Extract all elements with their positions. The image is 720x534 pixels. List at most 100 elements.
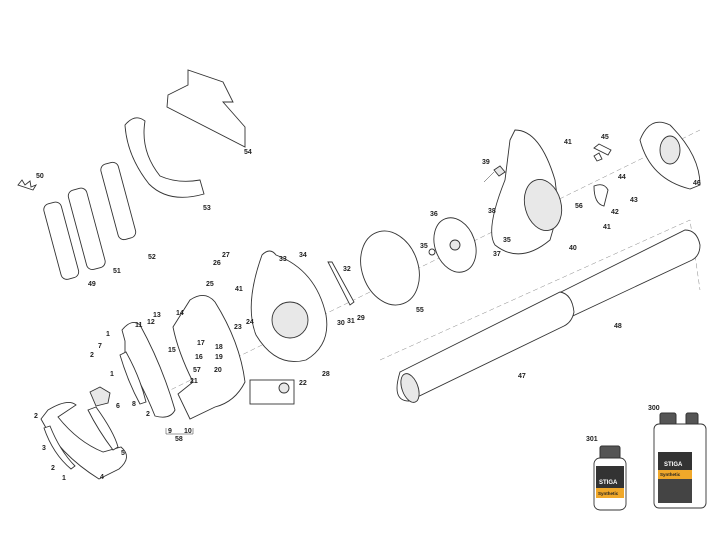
latch-42[interactable] (593, 184, 609, 207)
o-ring-55[interactable] (351, 223, 430, 314)
part-label[interactable]: 16 (195, 354, 203, 361)
star-nozzle-50[interactable] (17, 179, 38, 191)
part-label[interactable]: 48 (614, 323, 622, 330)
grip-8[interactable] (119, 351, 147, 405)
trigger-5[interactable] (87, 406, 119, 451)
plug-22[interactable] (278, 382, 290, 394)
part-label[interactable]: 41 (564, 139, 572, 146)
housing-half-9-10[interactable] (172, 295, 246, 420)
part-label[interactable]: 50 (36, 173, 44, 180)
part-label[interactable]: 1 (106, 331, 110, 338)
part-label[interactable]: 31 (347, 318, 355, 325)
part-label[interactable]: 21 (190, 378, 198, 385)
part-label[interactable]: 42 (611, 209, 619, 216)
part-label[interactable]: 11 (135, 322, 143, 329)
part-label[interactable]: 41 (235, 286, 243, 293)
part-label[interactable]: 38 (488, 208, 496, 215)
part-label[interactable]: 49 (88, 281, 96, 288)
part-label[interactable]: 57 (193, 367, 201, 374)
cover-46[interactable] (639, 121, 701, 190)
part-label[interactable]: 33 (279, 256, 287, 263)
part-label[interactable]: 30 (337, 320, 345, 327)
handle-lower[interactable] (40, 401, 127, 480)
part-label[interactable]: 52 (148, 254, 156, 261)
part-label[interactable]: 40 (569, 245, 577, 252)
part-label[interactable]: 12 (147, 319, 155, 326)
part-label[interactable]: 27 (222, 252, 230, 259)
part-label[interactable]: 23 (234, 324, 242, 331)
part-label[interactable]: 41 (603, 224, 611, 231)
part-label[interactable]: 45 (601, 134, 609, 141)
part-label[interactable]: 9 (168, 428, 172, 435)
part-label[interactable]: 15 (168, 347, 176, 354)
part-label[interactable]: 32 (343, 266, 351, 273)
assembly-axis (149, 129, 701, 401)
part-label[interactable]: 22 (299, 380, 307, 387)
part-label[interactable]: 36 (430, 211, 438, 218)
part-label[interactable]: 56 (575, 203, 583, 210)
elbow-tube-53[interactable] (124, 117, 205, 198)
part-label[interactable]: 301 (586, 436, 598, 443)
fan-36[interactable] (427, 212, 484, 278)
tube-52[interactable] (99, 161, 137, 241)
part-label[interactable]: 53 (203, 205, 211, 212)
part-label[interactable]: 28 (322, 371, 330, 378)
oil-bottle-301[interactable]: STIGA Synthetic (593, 445, 627, 511)
part-label[interactable]: 18 (215, 344, 223, 351)
part-label[interactable]: 25 (206, 281, 214, 288)
part-label[interactable]: 13 (153, 312, 161, 319)
part-label[interactable]: 43 (630, 197, 638, 204)
part-label[interactable]: 44 (618, 174, 626, 181)
fan-housing-28[interactable] (250, 250, 328, 362)
part-label[interactable]: 39 (482, 159, 490, 166)
part-label[interactable]: 55 (416, 307, 424, 314)
clip-45[interactable] (593, 143, 612, 162)
part-label[interactable]: 29 (357, 315, 365, 322)
part-label[interactable]: 2 (146, 411, 150, 418)
part-label[interactable]: 7 (98, 343, 102, 350)
switch-6[interactable] (89, 386, 111, 407)
washer-35[interactable] (428, 248, 436, 256)
part-label[interactable]: 300 (648, 405, 660, 412)
part-label[interactable]: 51 (113, 268, 121, 275)
part-label[interactable]: 14 (176, 310, 184, 317)
part-label[interactable]: 1 (110, 371, 114, 378)
part-label[interactable]: 10 (184, 428, 192, 435)
part-label[interactable]: 6 (116, 403, 120, 410)
part-label[interactable]: 19 (215, 354, 223, 361)
part-label[interactable]: 46 (693, 180, 701, 187)
part-label[interactable]: 47 (518, 373, 526, 380)
part-label[interactable]: 34 (299, 252, 307, 259)
part-label[interactable]: 2 (51, 465, 55, 472)
tube-49[interactable] (42, 201, 80, 281)
part-label[interactable]: 3 (42, 445, 46, 452)
oil-bottle-300[interactable]: STIGA Synthetic (653, 412, 707, 509)
part-label[interactable]: 4 (100, 474, 104, 481)
part-label[interactable]: 35 (420, 243, 428, 250)
part-label[interactable]: 8 (132, 401, 136, 408)
part-label[interactable]: 17 (197, 340, 205, 347)
part-label[interactable]: 20 (214, 367, 222, 374)
bracket-58 (165, 428, 194, 435)
part-label[interactable]: 35 (503, 237, 511, 244)
bag-54[interactable] (166, 69, 246, 148)
part-label[interactable]: 1 (62, 475, 66, 482)
part-label[interactable]: 26 (213, 260, 221, 267)
part-label[interactable]: 58 (175, 436, 183, 443)
bottle-label-301: Synthetic (598, 491, 619, 496)
bottle-label-300: Synthetic (660, 472, 681, 477)
spark-plug-39[interactable] (483, 165, 506, 183)
part-label[interactable]: 37 (493, 251, 501, 258)
tube-48[interactable] (551, 229, 701, 322)
grip-3[interactable] (43, 425, 76, 470)
tube-51[interactable] (67, 187, 107, 271)
bottle-brand-300: STIGA (664, 462, 683, 468)
part-label[interactable]: 54 (244, 149, 252, 156)
part-label[interactable]: 5 (121, 450, 125, 457)
part-label[interactable]: 2 (34, 413, 38, 420)
part-label[interactable]: 2 (90, 352, 94, 359)
volute-40[interactable] (491, 129, 567, 255)
cover-32[interactable] (327, 261, 355, 306)
tube-47[interactable] (396, 291, 575, 405)
part-label[interactable]: 24 (246, 319, 254, 326)
